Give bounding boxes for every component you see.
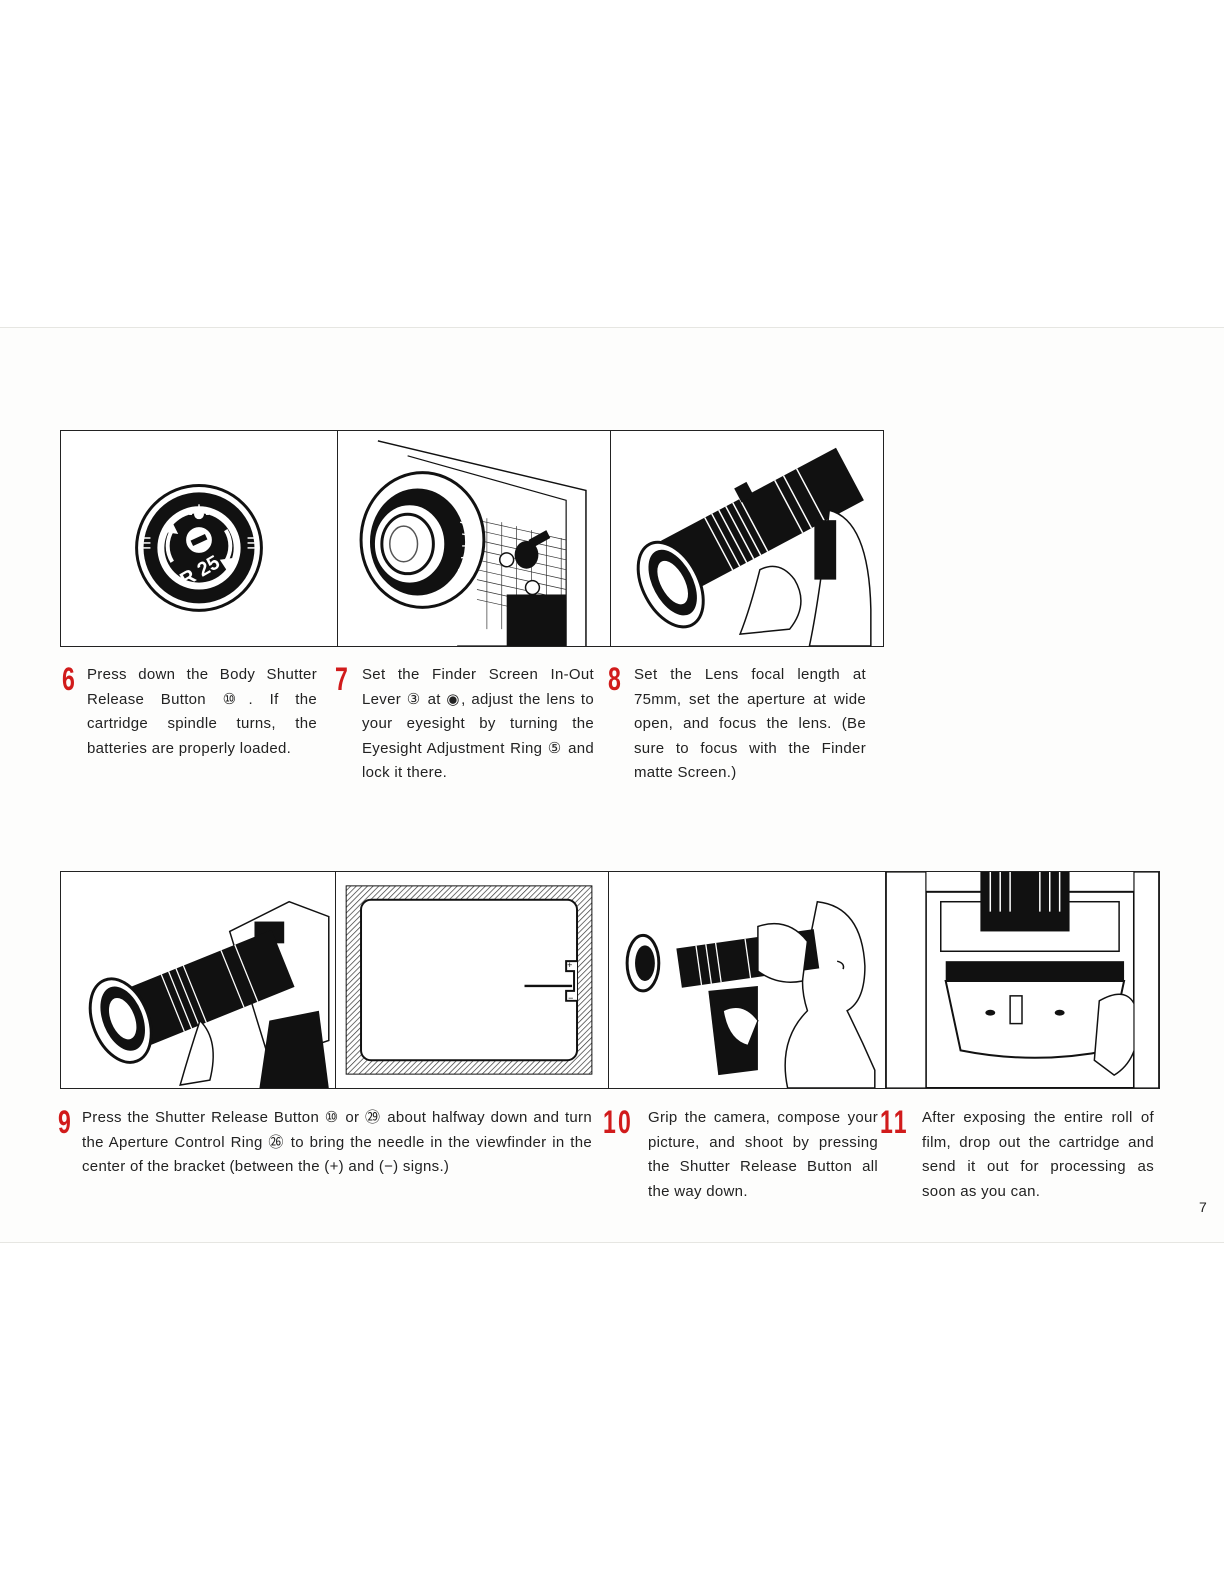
step-number: 6 — [62, 661, 76, 697]
illustration-person-shooting — [608, 871, 886, 1089]
illustration-cartridge-removal — [885, 871, 1160, 1089]
step-number: 10 — [603, 1104, 633, 1140]
sheet-edge — [0, 1242, 1224, 1243]
illustration-battery-check-dial: R 25 — [60, 430, 338, 647]
illustration-viewfinder-bracket: + − — [335, 871, 609, 1089]
step-number: 9 — [58, 1104, 72, 1140]
step-text: Press down the Body Shutter Release Butt… — [87, 666, 317, 757]
svg-text:−: − — [568, 993, 573, 1003]
step-number: 7 — [335, 661, 349, 697]
sheet-edge — [0, 327, 1224, 328]
step-number: 11 — [880, 1104, 909, 1140]
illustration-camera-zoom-lens — [60, 871, 336, 1089]
step-text: Set the Lens focal length at 75mm, set t… — [634, 666, 866, 781]
step-text: After exposing the entire roll of film, … — [922, 1109, 1154, 1200]
step-text: Press the Shutter Release Button ⑩ or ㉙ … — [82, 1109, 592, 1175]
step-text: Grip the camera, compose your picture, a… — [648, 1109, 878, 1200]
illustration-finder-screen-lever — [337, 430, 611, 647]
illustration-lens-focal-length — [610, 430, 884, 647]
page-number: 7 — [1199, 1199, 1207, 1215]
step-number: 8 — [608, 661, 622, 697]
step-text: Set the Finder Screen In-Out Lever ③ at … — [362, 666, 594, 781]
svg-text:+: + — [567, 960, 572, 970]
